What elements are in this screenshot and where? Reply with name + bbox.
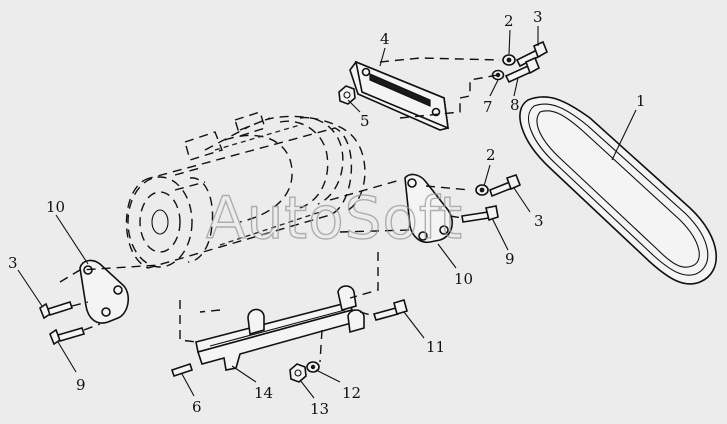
upper-washer-2 [502, 54, 516, 66]
nut-13 [289, 363, 307, 383]
callout-10-right: 10 [454, 270, 473, 288]
callout-8: 8 [510, 96, 520, 114]
callout-3-right: 3 [534, 212, 544, 230]
right-bolt-3 [489, 174, 522, 198]
callout-3-upper: 3 [533, 8, 543, 26]
callout-14: 14 [254, 384, 273, 402]
lower-support-rail [195, 285, 365, 371]
watermark: AutoSoft [206, 184, 463, 252]
callout-5: 5 [360, 112, 370, 130]
callout-9-left: 9 [76, 376, 86, 394]
callout-7: 7 [483, 98, 493, 116]
left-bolt-9 [49, 327, 86, 346]
right-washer-2 [475, 184, 489, 196]
callout-4: 4 [380, 30, 390, 48]
callout-3-left: 3 [8, 254, 18, 272]
bolt-8 [504, 56, 541, 84]
callout-11: 11 [426, 338, 445, 356]
callout-1: 1 [636, 92, 646, 110]
adjusting-bracket [349, 60, 449, 131]
upper-bolt-3 [515, 40, 549, 68]
callout-6: 6 [192, 398, 202, 416]
callout-2-upper: 2 [504, 12, 514, 30]
callout-13: 13 [310, 400, 329, 418]
right-bolt-9 [461, 205, 499, 223]
washer-12 [306, 361, 320, 373]
bolt-11 [372, 298, 408, 321]
callout-2-right: 2 [486, 146, 496, 164]
pin [170, 362, 194, 378]
callout-12: 12 [342, 384, 361, 402]
nut-upper [338, 85, 356, 105]
washer-7 [491, 69, 505, 81]
compressor [125, 111, 366, 269]
callout-9-right: 9 [505, 250, 515, 268]
left-bolt-3 [39, 300, 74, 320]
right-mounting-bracket [404, 173, 453, 244]
callout-10-left: 10 [46, 198, 65, 216]
drive-belt [519, 96, 718, 285]
